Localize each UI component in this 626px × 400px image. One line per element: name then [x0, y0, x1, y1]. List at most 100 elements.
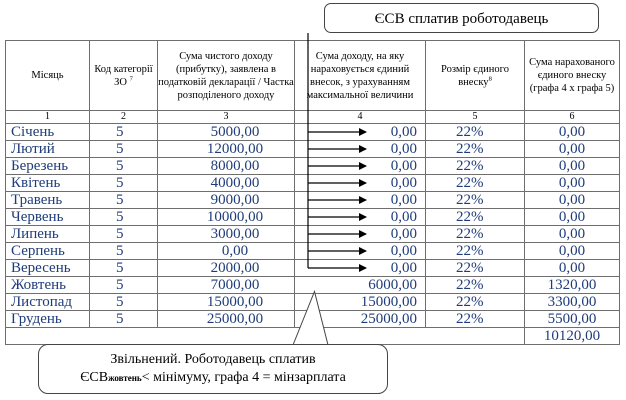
- accrued-cell: 0,00: [524, 140, 620, 158]
- accrued-cell: 0,00: [524, 123, 620, 141]
- column-number: 2: [89, 110, 158, 124]
- category-code-cell: 5: [89, 191, 158, 209]
- month-cell: Листопад: [5, 293, 90, 311]
- month-cell: Червень: [5, 208, 90, 226]
- accrued-cell: 0,00: [524, 208, 620, 226]
- base-cell: 0,00: [294, 259, 426, 277]
- rate-cell: 22%: [425, 140, 525, 158]
- column-number: 3: [157, 110, 295, 124]
- column-number: 1: [5, 110, 90, 124]
- header-row: Місяць Код категорії ЗО 7 Сума чистого д…: [5, 40, 620, 111]
- accrued-cell: 5500,00: [524, 310, 620, 328]
- callout-employer-paid: ЄСВ сплатив роботодавець: [324, 3, 599, 33]
- net-income-cell: 0,00: [157, 242, 295, 260]
- rate-cell: 22%: [425, 259, 525, 277]
- header-base: Сума доходу, на яку нараховується єдиний…: [294, 40, 426, 111]
- rate-cell: 22%: [425, 310, 525, 328]
- header-net-income: Сума чистого доходу (прибутку), заявлена…: [157, 40, 295, 111]
- total-value: 10120,00: [524, 327, 620, 345]
- net-income-cell: 8000,00: [157, 157, 295, 175]
- net-income-cell: 3000,00: [157, 225, 295, 243]
- accrued-cell: 0,00: [524, 242, 620, 260]
- month-cell: Травень: [5, 191, 90, 209]
- base-cell: 0,00: [294, 208, 426, 226]
- category-code-cell: 5: [89, 157, 158, 175]
- net-income-cell: 15000,00: [157, 293, 295, 311]
- net-income-cell: 9000,00: [157, 191, 295, 209]
- rate-cell: 22%: [425, 276, 525, 294]
- column-number: 4: [294, 110, 426, 124]
- month-cell: Лютий: [5, 140, 90, 158]
- total-spacer: [5, 327, 525, 345]
- month-cell: Жовтень: [5, 276, 90, 294]
- rate-cell: 22%: [425, 208, 525, 226]
- callout-bottom-line1: Звільнений. Роботодавець сплатив: [110, 352, 316, 367]
- callout-top-text: ЄСВ сплатив роботодавець: [374, 11, 549, 27]
- net-income-cell: 5000,00: [157, 123, 295, 141]
- column-number: 6: [524, 110, 620, 124]
- header-category: Код категорії ЗО 7: [89, 40, 158, 111]
- category-code-cell: 5: [89, 140, 158, 158]
- base-cell: 25000,00: [294, 310, 426, 328]
- base-cell: 0,00: [294, 123, 426, 141]
- accrued-cell: 0,00: [524, 174, 620, 192]
- category-code-cell: 5: [89, 259, 158, 277]
- month-cell: Липень: [5, 225, 90, 243]
- rate-cell: 22%: [425, 225, 525, 243]
- accrued-cell: 0,00: [524, 157, 620, 175]
- month-cell: Квітень: [5, 174, 90, 192]
- base-cell: 0,00: [294, 242, 426, 260]
- base-cell: 0,00: [294, 225, 426, 243]
- accrued-cell: 0,00: [524, 225, 620, 243]
- accrued-cell: 3300,00: [524, 293, 620, 311]
- base-cell: 0,00: [294, 174, 426, 192]
- category-code-cell: 5: [89, 208, 158, 226]
- esv-table: Місяць Код категорії ЗО 7 Сума чистого д…: [5, 40, 620, 345]
- header-accrued: Сума нарахованого єдиного внеску (графа …: [524, 40, 620, 111]
- category-code-cell: 5: [89, 242, 158, 260]
- base-cell: 0,00: [294, 157, 426, 175]
- column-number-row: 1 2 3 4 5 6: [5, 110, 620, 124]
- callout-dismissed: Звільнений. Роботодавець сплатив ЄСВжовт…: [38, 344, 388, 394]
- month-cell: Вересень: [5, 259, 90, 277]
- base-cell: 6000,00: [294, 276, 426, 294]
- net-income-cell: 10000,00: [157, 208, 295, 226]
- rate-cell: 22%: [425, 157, 525, 175]
- rate-cell: 22%: [425, 191, 525, 209]
- month-cell: Березень: [5, 157, 90, 175]
- net-income-cell: 7000,00: [157, 276, 295, 294]
- accrued-cell: 0,00: [524, 259, 620, 277]
- accrued-cell: 0,00: [524, 191, 620, 209]
- net-income-cell: 2000,00: [157, 259, 295, 277]
- category-code-cell: 5: [89, 225, 158, 243]
- column-number: 5: [425, 110, 525, 124]
- net-income-cell: 12000,00: [157, 140, 295, 158]
- header-rate: Розмір єдиного внеску8: [425, 40, 525, 111]
- rate-cell: 22%: [425, 242, 525, 260]
- net-income-cell: 4000,00: [157, 174, 295, 192]
- base-cell: 15000,00: [294, 293, 426, 311]
- month-cell: Січень: [5, 123, 90, 141]
- month-cell: Грудень: [5, 310, 90, 328]
- rate-cell: 22%: [425, 293, 525, 311]
- rate-cell: 22%: [425, 123, 525, 141]
- month-cell: Серпень: [5, 242, 90, 260]
- category-code-cell: 5: [89, 276, 158, 294]
- callout-bottom-line2: ЄСВжовтень< мінімуму, графа 4 = мінзарпл…: [80, 370, 346, 385]
- category-code-cell: 5: [89, 174, 158, 192]
- base-cell: 0,00: [294, 140, 426, 158]
- category-code-cell: 5: [89, 293, 158, 311]
- base-cell: 0,00: [294, 191, 426, 209]
- accrued-cell: 1320,00: [524, 276, 620, 294]
